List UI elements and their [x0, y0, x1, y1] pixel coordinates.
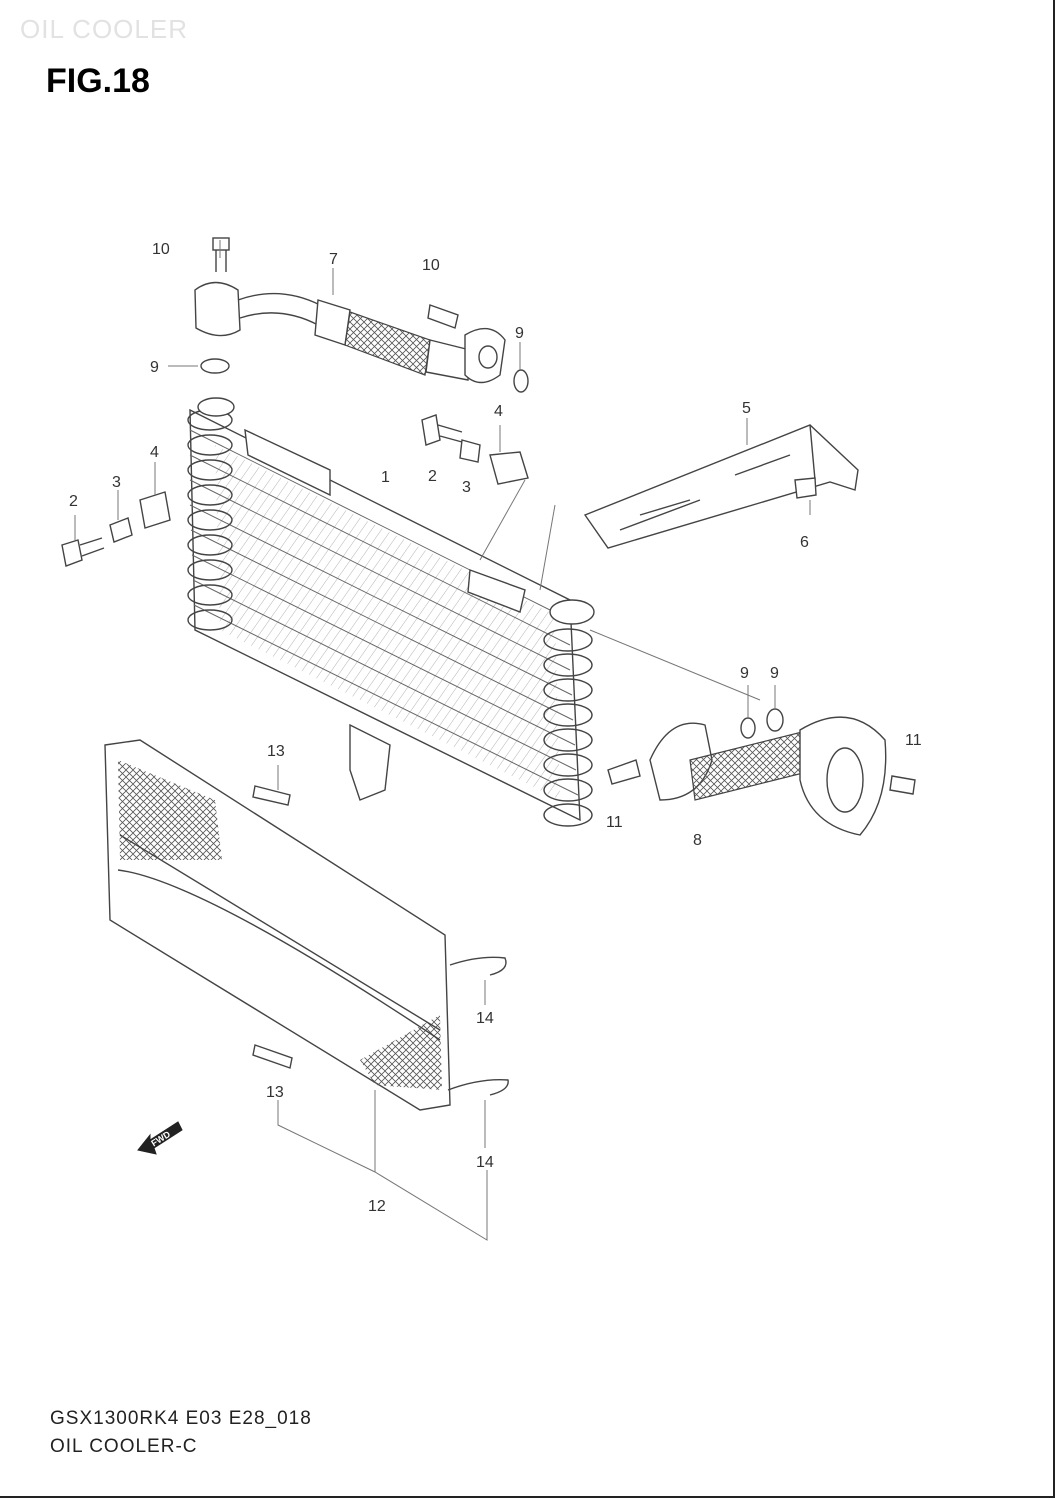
watermark-text: OIL COOLER: [20, 14, 188, 44]
callout-2-left: 2: [69, 493, 78, 510]
callout-5: 5: [742, 400, 751, 417]
callout-10-left: 10: [152, 241, 170, 258]
callout-3-left: 3: [112, 474, 121, 491]
callout-9-left: 9: [150, 359, 159, 376]
callout-2-middle: 2: [428, 468, 437, 485]
callout-13-upper: 13: [267, 743, 285, 760]
callout-12: 12: [368, 1198, 386, 1215]
bolt-11-right: [889, 775, 916, 795]
callout-4-middle: 4: [494, 403, 503, 420]
callout-9-right: 9: [515, 325, 524, 342]
middle-collar: [459, 439, 481, 463]
clamp-14-lower: [447, 1079, 509, 1096]
callout-9-lower-a: 9: [740, 665, 749, 682]
left-collar: [109, 517, 133, 543]
callout-7: 7: [329, 251, 338, 268]
figure-title: FIG.18: [46, 62, 150, 100]
clip-13-lower: [252, 1044, 293, 1069]
callout-6: 6: [800, 534, 809, 551]
mounting-bracket: [583, 424, 859, 549]
diagram-caption: OIL COOLER-C: [50, 1436, 198, 1457]
bolt-11-left: [607, 759, 641, 785]
callout-11-left: 11: [606, 814, 623, 831]
callout-14-upper: 14: [476, 1010, 494, 1027]
model-code: GSX1300RK4 E03 E28_018: [50, 1408, 312, 1429]
callout-1: 1: [381, 469, 390, 486]
left-grommet: [139, 491, 171, 529]
cooler-guard: [104, 739, 451, 1111]
callout-10-right: 10: [422, 257, 440, 274]
washer-9-upper: [200, 358, 230, 374]
upper-oil-hose: [194, 281, 506, 384]
callout-4-left: 4: [150, 444, 159, 461]
callout-8: 8: [693, 832, 702, 849]
clip-13-upper: [252, 785, 291, 806]
middle-mount-bolt: [421, 414, 463, 446]
middle-grommet: [489, 451, 529, 485]
callout-labels: 10 7 10 9 9 4 5 4 1 2 3 3 2 6 9 9 11 13 …: [69, 241, 922, 1215]
bolt-10-left: [212, 237, 230, 272]
washer-9-lower-a: [740, 717, 756, 739]
callout-9-lower-b: 9: [770, 665, 779, 682]
oil-cooler-core: [187, 397, 595, 827]
bolt-10-right: [427, 304, 459, 329]
callout-11-right: 11: [905, 732, 922, 749]
washer-9-lower-b: [766, 708, 784, 732]
clamp-14-upper: [449, 956, 507, 976]
callout-3-middle: 3: [462, 479, 471, 496]
left-mount-bolt: [61, 537, 105, 567]
bracket-bolt: [794, 477, 817, 499]
callout-13-lower: 13: [266, 1084, 284, 1101]
washer-9-right: [513, 369, 529, 393]
lower-oil-hose: [649, 716, 887, 836]
fwd-arrow-icon: FWD: [137, 1121, 183, 1155]
leader-lines: [74, 240, 811, 1241]
callout-14-lower: 14: [476, 1154, 494, 1171]
